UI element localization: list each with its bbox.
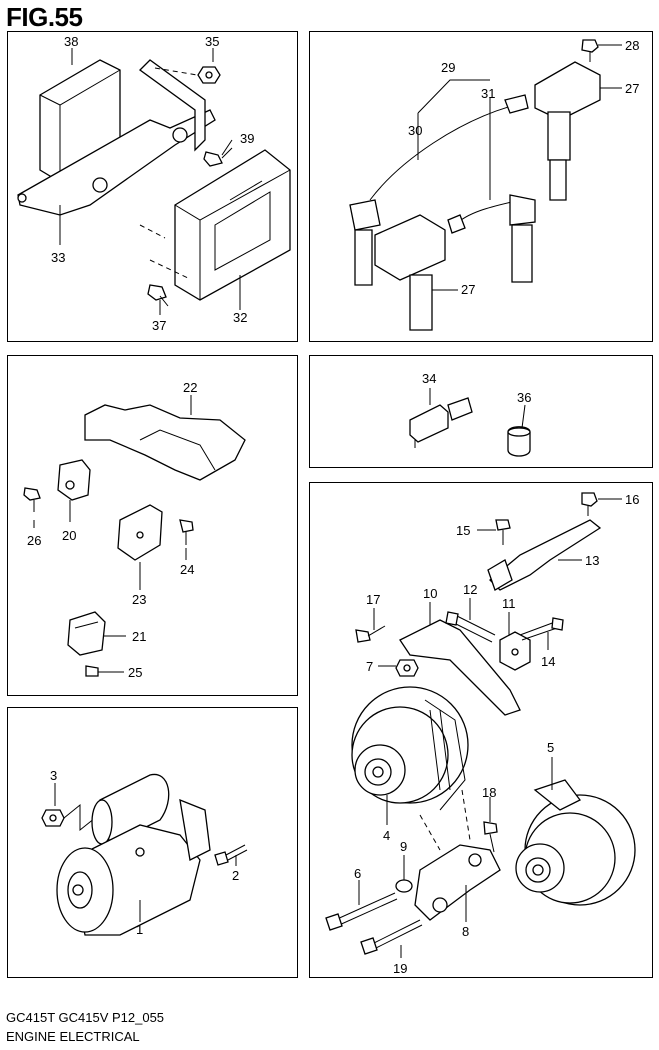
part-number-label: 15 <box>456 523 470 538</box>
part-number-label: 22 <box>183 380 197 395</box>
part-number-label: 10 <box>423 586 437 601</box>
panel-sensor-small <box>309 355 653 468</box>
panel4-labels: 34 36 <box>422 371 531 405</box>
part-number-label: 37 <box>152 318 166 333</box>
panel1-labels: 38 35 39 33 37 32 <box>51 34 254 333</box>
panel6-labels: 3 2 1 <box>50 768 239 937</box>
part-number-label: 32 <box>233 310 247 325</box>
ignition-coil-group <box>349 39 622 331</box>
panel5-labels: 16 15 13 17 10 12 11 14 7 5 18 4 9 6 8 1… <box>354 492 639 976</box>
part-number-label: 14 <box>541 654 555 669</box>
part-number-label: 20 <box>62 528 76 543</box>
footer-section: ENGINE ELECTRICAL <box>6 1029 140 1044</box>
part-number-label: 17 <box>366 592 380 607</box>
part-number-label: 4 <box>383 828 390 843</box>
sensor-group <box>23 395 246 677</box>
part-number-label: 30 <box>408 123 422 138</box>
part-number-label: 33 <box>51 250 65 265</box>
part-number-label: 6 <box>354 866 361 881</box>
panel2-labels: 28 29 31 30 27 27 <box>408 38 639 297</box>
small-sensor-group <box>409 388 531 457</box>
part-number-label: 35 <box>205 34 219 49</box>
part-number-label: 5 <box>547 740 554 755</box>
part-number-label: 29 <box>441 60 455 75</box>
part-number-label: 1 <box>136 922 143 937</box>
part-number-label: 27 <box>461 282 475 297</box>
ecm-bracket-group <box>17 48 291 315</box>
part-number-label: 25 <box>128 665 142 680</box>
part-number-label: 3 <box>50 768 57 783</box>
part-number-label: 16 <box>625 492 639 507</box>
starter-group <box>41 773 248 936</box>
part-number-label: 12 <box>463 582 477 597</box>
part-number-label: 24 <box>180 562 194 577</box>
figure-title: FIG.55 <box>6 2 83 32</box>
part-number-label: 28 <box>625 38 639 53</box>
part-number-label: 36 <box>517 390 531 405</box>
part-number-label: 38 <box>64 34 78 49</box>
part-number-label: 34 <box>422 371 436 386</box>
part-number-label: 26 <box>27 533 41 548</box>
part-number-label: 13 <box>585 553 599 568</box>
part-number-label: 31 <box>481 86 495 101</box>
part-number-label: 18 <box>482 785 496 800</box>
part-number-label: 19 <box>393 961 407 976</box>
part-number-label: 21 <box>132 629 146 644</box>
alternator-group <box>325 492 636 958</box>
part-number-label: 2 <box>232 868 239 883</box>
part-number-label: 27 <box>625 81 639 96</box>
part-number-label: 11 <box>502 596 516 611</box>
part-number-label: 9 <box>400 839 407 854</box>
footer-model-line: GC415T GC415V P12_055 <box>6 1010 165 1025</box>
part-number-label: 39 <box>240 131 254 146</box>
part-number-label: 7 <box>366 659 373 674</box>
part-number-label: 23 <box>132 592 146 607</box>
part-number-label: 8 <box>462 924 469 939</box>
panel3-labels: 22 26 20 24 23 21 25 <box>27 380 197 680</box>
